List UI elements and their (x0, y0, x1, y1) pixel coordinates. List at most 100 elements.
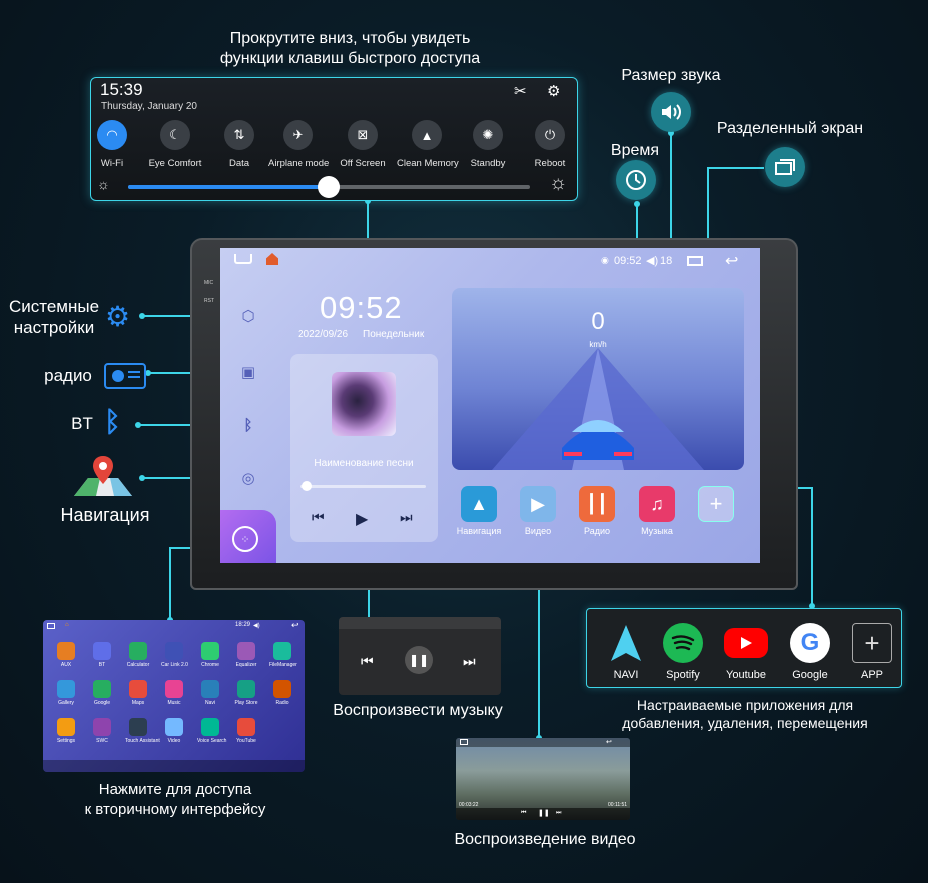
custom-app-spotify[interactable]: Spotify (655, 623, 711, 681)
scissors-icon[interactable]: ✂ (514, 83, 527, 100)
mini-app[interactable]: Voice Search (197, 718, 226, 744)
qs-tile-wifi[interactable]: ◠ Wi-Fi (82, 120, 142, 169)
music-progress[interactable] (300, 485, 426, 488)
brightness-knob[interactable] (318, 176, 340, 198)
mini-app-icon (165, 718, 183, 736)
pause-icon[interactable]: ❚❚ (538, 810, 550, 817)
mini-app[interactable]: Touch Assistant (125, 718, 160, 744)
secondary-nav-bar (43, 760, 305, 772)
previous-track-icon[interactable]: ⏮ (361, 653, 374, 669)
app-radio[interactable]: ┃┃ Радио (573, 486, 621, 536)
mini-app[interactable]: Settings (53, 718, 79, 744)
speed-unit: km/h (589, 340, 607, 349)
mic-label: MIC (204, 280, 214, 286)
mini-app[interactable]: AUX (53, 642, 79, 668)
location-pin-nav-icon[interactable]: ◎ (241, 470, 255, 487)
app-label: Музыка (641, 526, 673, 536)
next-track-icon[interactable]: ⏭ (556, 810, 562, 816)
app-music[interactable]: ♫ Музыка (633, 486, 681, 536)
music-player-preview[interactable]: ⏮ ❚❚ ⏭ (339, 617, 501, 695)
mini-app[interactable]: Gallery (53, 680, 79, 706)
airplane-icon: ✈ (283, 120, 313, 150)
mini-app-label: YouTube (236, 738, 256, 744)
volume-icon[interactable]: ◀) (646, 255, 659, 267)
radio-nav-icon[interactable]: ▣ (240, 364, 256, 381)
home-outline-icon[interactable] (234, 254, 252, 264)
previous-track-icon[interactable]: ⏮ (312, 509, 325, 525)
mini-app[interactable]: Play Store (233, 680, 259, 706)
mini-app[interactable]: Calculator (125, 642, 151, 668)
volume-icon: ◀) (253, 623, 260, 629)
launcher-home-icon[interactable] (266, 253, 278, 265)
spotify-icon (663, 623, 703, 663)
qs-tile-eye-comfort[interactable]: ☾ Eye Comfort (145, 120, 205, 169)
mini-app[interactable]: Video (161, 718, 187, 744)
mini-app[interactable]: BT (89, 642, 115, 668)
qs-tile-airplane[interactable]: ✈ Airplane mode (268, 120, 330, 169)
custom-app-google[interactable]: G Google (782, 623, 838, 681)
secondary-status-time: 18:29 (235, 622, 251, 628)
bluetooth-nav-icon[interactable]: ᛒ (243, 416, 253, 434)
mini-app[interactable]: Music (161, 680, 187, 706)
app-navigation[interactable]: ▲ Навигация (455, 486, 503, 536)
music-widget[interactable]: Наименование песни ⏮ ▶ ⏭ (290, 354, 438, 542)
mini-app-icon (93, 680, 111, 698)
qs-tile-reboot[interactable]: ⏻ Reboot (520, 120, 580, 169)
app-label: Радио (584, 526, 610, 536)
standby-icon: ✺ (473, 120, 503, 150)
mini-app[interactable]: YouTube (233, 718, 259, 744)
qs-tile-off-screen[interactable]: ⊠ Off Screen (333, 120, 393, 169)
gear-icon[interactable]: ⚙ (547, 83, 561, 100)
mini-app[interactable]: Chrome (197, 642, 223, 668)
custom-app-add[interactable]: + APP (844, 623, 900, 681)
app-video[interactable]: ▶ Видео (514, 486, 562, 536)
mini-app[interactable]: FileManager (269, 642, 297, 668)
settings-hex-icon[interactable]: ⬡ (241, 308, 255, 325)
mini-app-label: Maps (131, 700, 145, 706)
app-add-slot[interactable]: + (692, 486, 740, 522)
qs-tile-data[interactable]: ⇅ Data (209, 120, 269, 169)
navigation-arrow-icon (606, 623, 646, 663)
split-screen-icon[interactable] (687, 256, 703, 266)
qs-tile-standby[interactable]: ✺ Standby (458, 120, 518, 169)
mini-app-label: Google (93, 700, 111, 706)
road-car-illustration (492, 348, 704, 470)
next-track-icon[interactable]: ⏭ (463, 653, 476, 669)
next-track-icon[interactable]: ⏭ (400, 509, 413, 525)
qs-tile-label: Data (228, 158, 250, 169)
mini-app[interactable]: Maps (125, 680, 151, 706)
custom-app-label: NAVI (613, 669, 639, 681)
mini-app-icon (57, 642, 75, 660)
pause-icon[interactable]: ❚❚ (405, 646, 433, 674)
back-arrow-icon[interactable]: ↩ (725, 253, 739, 270)
play-icon[interactable]: ▶ (356, 511, 369, 528)
video-back-icon: ↩ (606, 739, 612, 746)
brightness-slider[interactable] (128, 176, 530, 198)
qs-tile-label: Eye Comfort (148, 158, 202, 169)
custom-app-navi[interactable]: NAVI (598, 623, 654, 681)
custom-app-youtube[interactable]: Youtube (718, 623, 774, 681)
mini-app-label: Settings (56, 738, 76, 744)
clock-feature-icon (616, 160, 656, 200)
brightness-fill (128, 185, 329, 189)
qs-tile-label: Airplane mode (268, 158, 330, 169)
mini-app[interactable]: Google (89, 680, 115, 706)
app-drawer-button[interactable]: ⁘ (220, 510, 276, 563)
mini-app-label: BT (98, 662, 106, 668)
video-player-preview[interactable]: ↩ 00:03:22 00:11:51 ⏮ ❚❚ ⏭ (456, 738, 630, 820)
mini-app[interactable]: Navi (197, 680, 223, 706)
mini-app[interactable]: Car Link 2.0 (161, 642, 188, 668)
mini-app-icon (237, 642, 255, 660)
custom-app-label: Spotify (666, 669, 700, 681)
qs-tile-clean-memory[interactable]: ▲ Clean Memory (397, 120, 459, 169)
mini-app[interactable]: SWC (89, 718, 115, 744)
music-progress-knob[interactable] (302, 481, 313, 491)
previous-track-icon[interactable]: ⏮ (521, 810, 527, 816)
album-art (332, 372, 396, 436)
google-icon: G (790, 623, 830, 663)
mini-app[interactable]: Radio (269, 680, 295, 706)
secondary-line1: Нажмите для доступа (98, 781, 252, 798)
custom-app-label: Google (792, 669, 828, 681)
mini-app[interactable]: Equalizer (233, 642, 259, 668)
